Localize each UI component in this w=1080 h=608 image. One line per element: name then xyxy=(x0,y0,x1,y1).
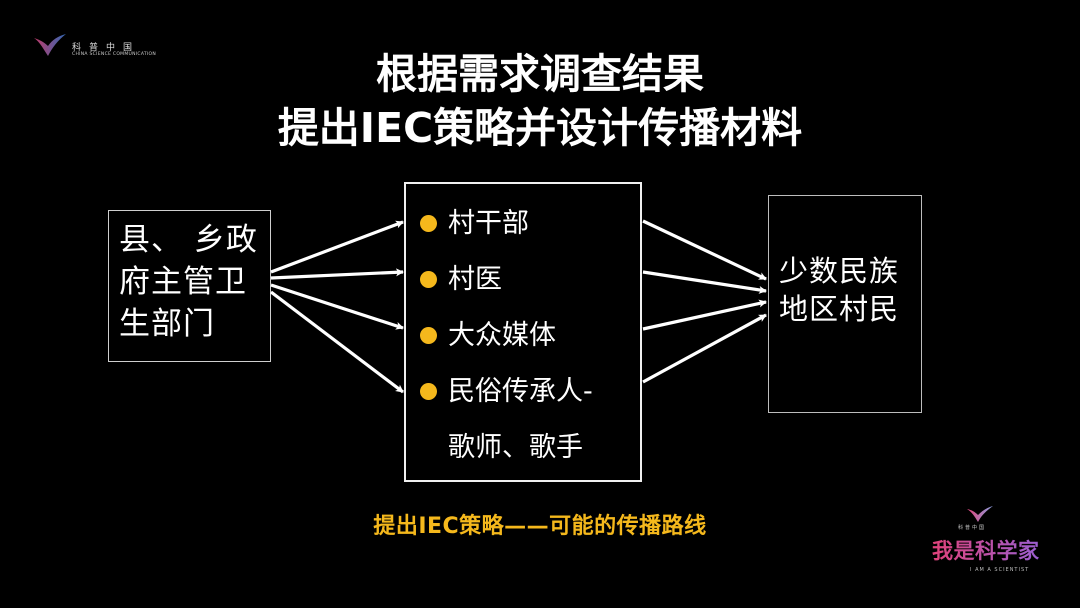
channel-box: 村干部 村医 大众媒体 民俗传承人- 歌师、歌手 xyxy=(404,182,642,482)
source-line: 县、 乡政 xyxy=(119,222,258,258)
channel-item: 民俗传承人- xyxy=(420,364,593,420)
channel-item: 村医 xyxy=(420,252,593,308)
slide-title-line-1: 根据需求调查结果 xyxy=(376,50,704,98)
channel-label: 村干部 xyxy=(448,208,529,239)
channel-item: 大众媒体 xyxy=(420,308,593,364)
logo-en-text: CHINA SCIENCE COMMUNICATION xyxy=(72,52,157,57)
logo-cn-title: 我是科学家 xyxy=(932,535,1040,565)
arrow-icon xyxy=(270,283,404,330)
channel-label: 村医 xyxy=(448,264,502,295)
channel-list: 村干部 村医 大众媒体 民俗传承人- 歌师、歌手 xyxy=(420,196,593,476)
mini-logo-text: 科普中国 xyxy=(958,525,987,531)
source-line: 生部门 xyxy=(119,306,215,342)
source-box: 县、 乡政 府主管卫 生部门 xyxy=(108,210,271,362)
i-am-a-scientist-logo: 科普中国 我是科学家 I AM A SCIENTIST xyxy=(920,495,1050,585)
slide-title-line-2: 提出IEC策略并设计传播材料 xyxy=(277,104,803,152)
arrow-icon xyxy=(270,220,404,274)
channel-item: 村干部 xyxy=(420,196,593,252)
bullet-dot-icon xyxy=(420,215,437,232)
arrow-icon xyxy=(642,313,767,384)
arrow-icon xyxy=(642,270,767,294)
channel-label: 大众媒体 xyxy=(448,320,556,351)
bullet-dot-icon xyxy=(420,327,437,344)
wing-logo-icon xyxy=(967,506,993,522)
source-box-text: 县、 乡政 府主管卫 生部门 xyxy=(119,219,269,345)
bullet-dot-icon xyxy=(420,271,437,288)
arrow-icon xyxy=(270,268,404,280)
source-line: 府主管卫 xyxy=(119,264,247,300)
logo-en-subtitle: I AM A SCIENTIST xyxy=(970,567,1030,573)
arrow-icon xyxy=(642,299,767,331)
channel-item-continuation: 歌师、歌手 xyxy=(420,420,593,476)
channel-label: 民俗传承人- xyxy=(448,376,593,407)
arrow-icon xyxy=(270,290,404,394)
diagram-caption: 提出IEC策略——可能的传播路线 xyxy=(373,514,707,539)
bullet-dot-icon xyxy=(420,383,437,400)
target-line: 地区村民 xyxy=(779,292,900,326)
target-box: 少数民族 地区村民 xyxy=(768,195,922,413)
arrow-icon xyxy=(642,219,767,281)
channel-label: 歌师、歌手 xyxy=(448,432,583,463)
logo-cn-text: 科普中国 xyxy=(72,43,141,53)
target-box-text: 少数民族 地区村民 xyxy=(779,252,919,328)
china-science-communication-logo: 科普中国 CHINA SCIENCE COMMUNICATION xyxy=(30,32,170,62)
wing-logo-icon xyxy=(34,34,66,56)
target-line: 少数民族 xyxy=(779,254,900,288)
